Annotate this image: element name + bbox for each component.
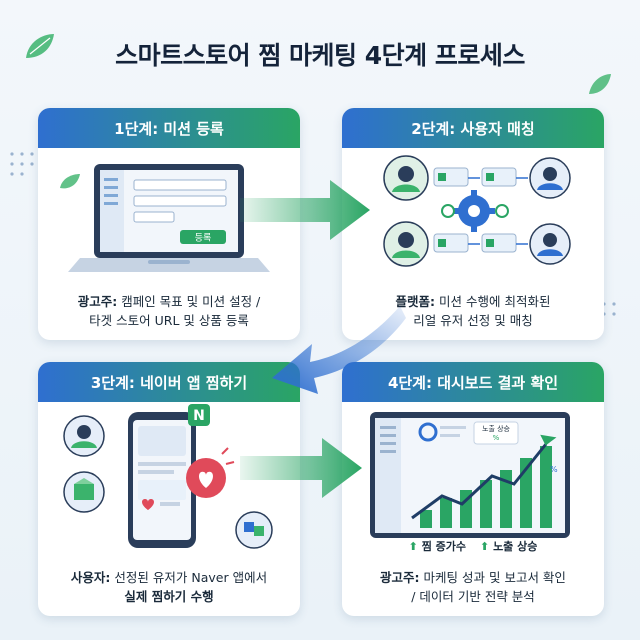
arrow-step3-to-step4	[240, 438, 362, 498]
growth-bar	[540, 446, 552, 528]
phone-like-icon: N	[63, 404, 273, 549]
step-1-desc-line1: 캠페인 목표 및 미션 설정 /	[121, 294, 261, 309]
small-gear-icon	[495, 204, 509, 218]
dots-decoration	[10, 152, 34, 176]
step-4-header: 4단계: 대시보드 결과 확인	[342, 362, 604, 402]
step-4-illustration: 노출 상승 % % ⬆ 찜 증가수 ⬆ 노출 상승	[342, 402, 604, 554]
arrow-step2-to-step3	[272, 306, 406, 394]
step-1-card: 1단계: 미션 등록 등록 광고주: 캠페인 목표 및 미션 설정 / 타겟 스…	[38, 108, 300, 340]
stat-likes-label: 찜 증가수	[421, 540, 466, 553]
growth-bar	[500, 470, 512, 528]
user-avatar-icon	[529, 157, 571, 199]
page-title: 스마트스토어 찜 마케팅 4단계 프로세스	[115, 41, 525, 70]
stats-row: ⬆ 찜 증가수 ⬆ 노출 상승	[342, 538, 604, 554]
leaf-decoration-top-left	[26, 34, 54, 58]
box-icon	[235, 511, 273, 549]
growth-bar	[520, 458, 532, 528]
chart-legend: 노출 상승 %	[473, 421, 519, 445]
gear-icon	[453, 190, 495, 232]
step-1-header: 1단계: 미션 등록	[38, 108, 300, 148]
arrow-up-icon: ⬆	[408, 540, 418, 553]
stat-exposure-label: 노출 상승	[493, 540, 538, 553]
step-3-desc-line1: 선정된 유저가 Naver 앱에서	[114, 570, 268, 585]
growth-bar	[480, 480, 492, 528]
step-4-actor: 광고주:	[380, 570, 420, 585]
trend-line	[411, 443, 548, 520]
growth-bar	[440, 498, 452, 528]
step-1-illustration: 등록	[38, 148, 300, 272]
stat-exposure: ⬆ 노출 상승	[480, 538, 537, 554]
step-2-header: 2단계: 사용자 매칭	[342, 108, 604, 148]
step-1-actor: 광고주:	[77, 294, 118, 309]
step-3-desc-line2: 실제 찜하기 수행	[124, 589, 214, 604]
user-avatar-icon	[63, 415, 105, 457]
laptop-icon: 등록	[60, 164, 270, 272]
naver-app-badge: N	[188, 404, 210, 426]
box-icon	[63, 471, 105, 513]
step-2-desc-line2: 리얼 유저 선정 및 매칭	[413, 313, 533, 328]
user-avatar-icon	[383, 155, 429, 201]
step-4-desc-line1: 마케팅 성과 및 보고서 확인	[423, 570, 566, 585]
register-button-label: 등록	[195, 233, 212, 244]
stat-likes: ⬆ 찜 증가수	[409, 538, 466, 554]
leaf-decoration-top-right	[589, 74, 611, 94]
step-3-actor: 사용자:	[70, 570, 111, 585]
dashboard-icon: 노출 상승 % %	[370, 412, 570, 538]
step-4-card: 4단계: 대시보드 결과 확인 노출 상승 % %	[342, 362, 604, 616]
step-3-description: 사용자: 선정된 유저가 Naver 앱에서 실제 찜하기 수행	[38, 568, 300, 606]
register-button[interactable]	[180, 230, 226, 244]
step-2-illustration	[342, 148, 604, 268]
trend-arrow-head	[540, 434, 557, 446]
user-matching-icon	[383, 155, 571, 267]
step-2-card: 2단계: 사용자 매칭	[342, 108, 604, 340]
heart-bubble-icon[interactable]	[186, 458, 226, 498]
small-gear-icon	[441, 204, 455, 218]
arrow-up-icon: ⬆	[480, 540, 490, 553]
naver-badge-letter: N	[193, 408, 205, 424]
step-2-description: 플랫폼: 미션 수행에 최적화된 리얼 유저 선정 및 매칭	[342, 292, 604, 330]
step-3-card: 3단계: 네이버 앱 찜하기 N	[38, 362, 300, 616]
step-2-actor: 플랫폼:	[395, 294, 436, 309]
step-3-header: 3단계: 네이버 앱 찜하기	[38, 362, 300, 402]
growth-bar	[420, 510, 432, 528]
user-avatar-icon	[383, 221, 429, 267]
chart-percent-label: %	[550, 465, 558, 474]
step-1-desc-line2: 타겟 스토어 URL 및 상품 등록	[89, 313, 249, 328]
step-3-illustration: N	[38, 402, 300, 552]
step-1-description: 광고주: 캠페인 목표 및 미션 설정 / 타겟 스토어 URL 및 상품 등록	[38, 292, 300, 330]
legend-percent-label: %	[493, 434, 500, 442]
user-avatar-icon	[529, 223, 571, 265]
step-4-desc-line2: / 데이터 기반 전략 분석	[411, 589, 535, 604]
arrow-step1-to-step2	[240, 180, 370, 240]
step-2-desc-line1: 미션 수행에 최적화된	[439, 294, 551, 309]
legend-exposure-label: 노출 상승	[482, 424, 511, 433]
dots-decoration-right	[602, 302, 616, 316]
step-4-description: 광고주: 마케팅 성과 및 보고서 확인 / 데이터 기반 전략 분석	[342, 568, 604, 606]
